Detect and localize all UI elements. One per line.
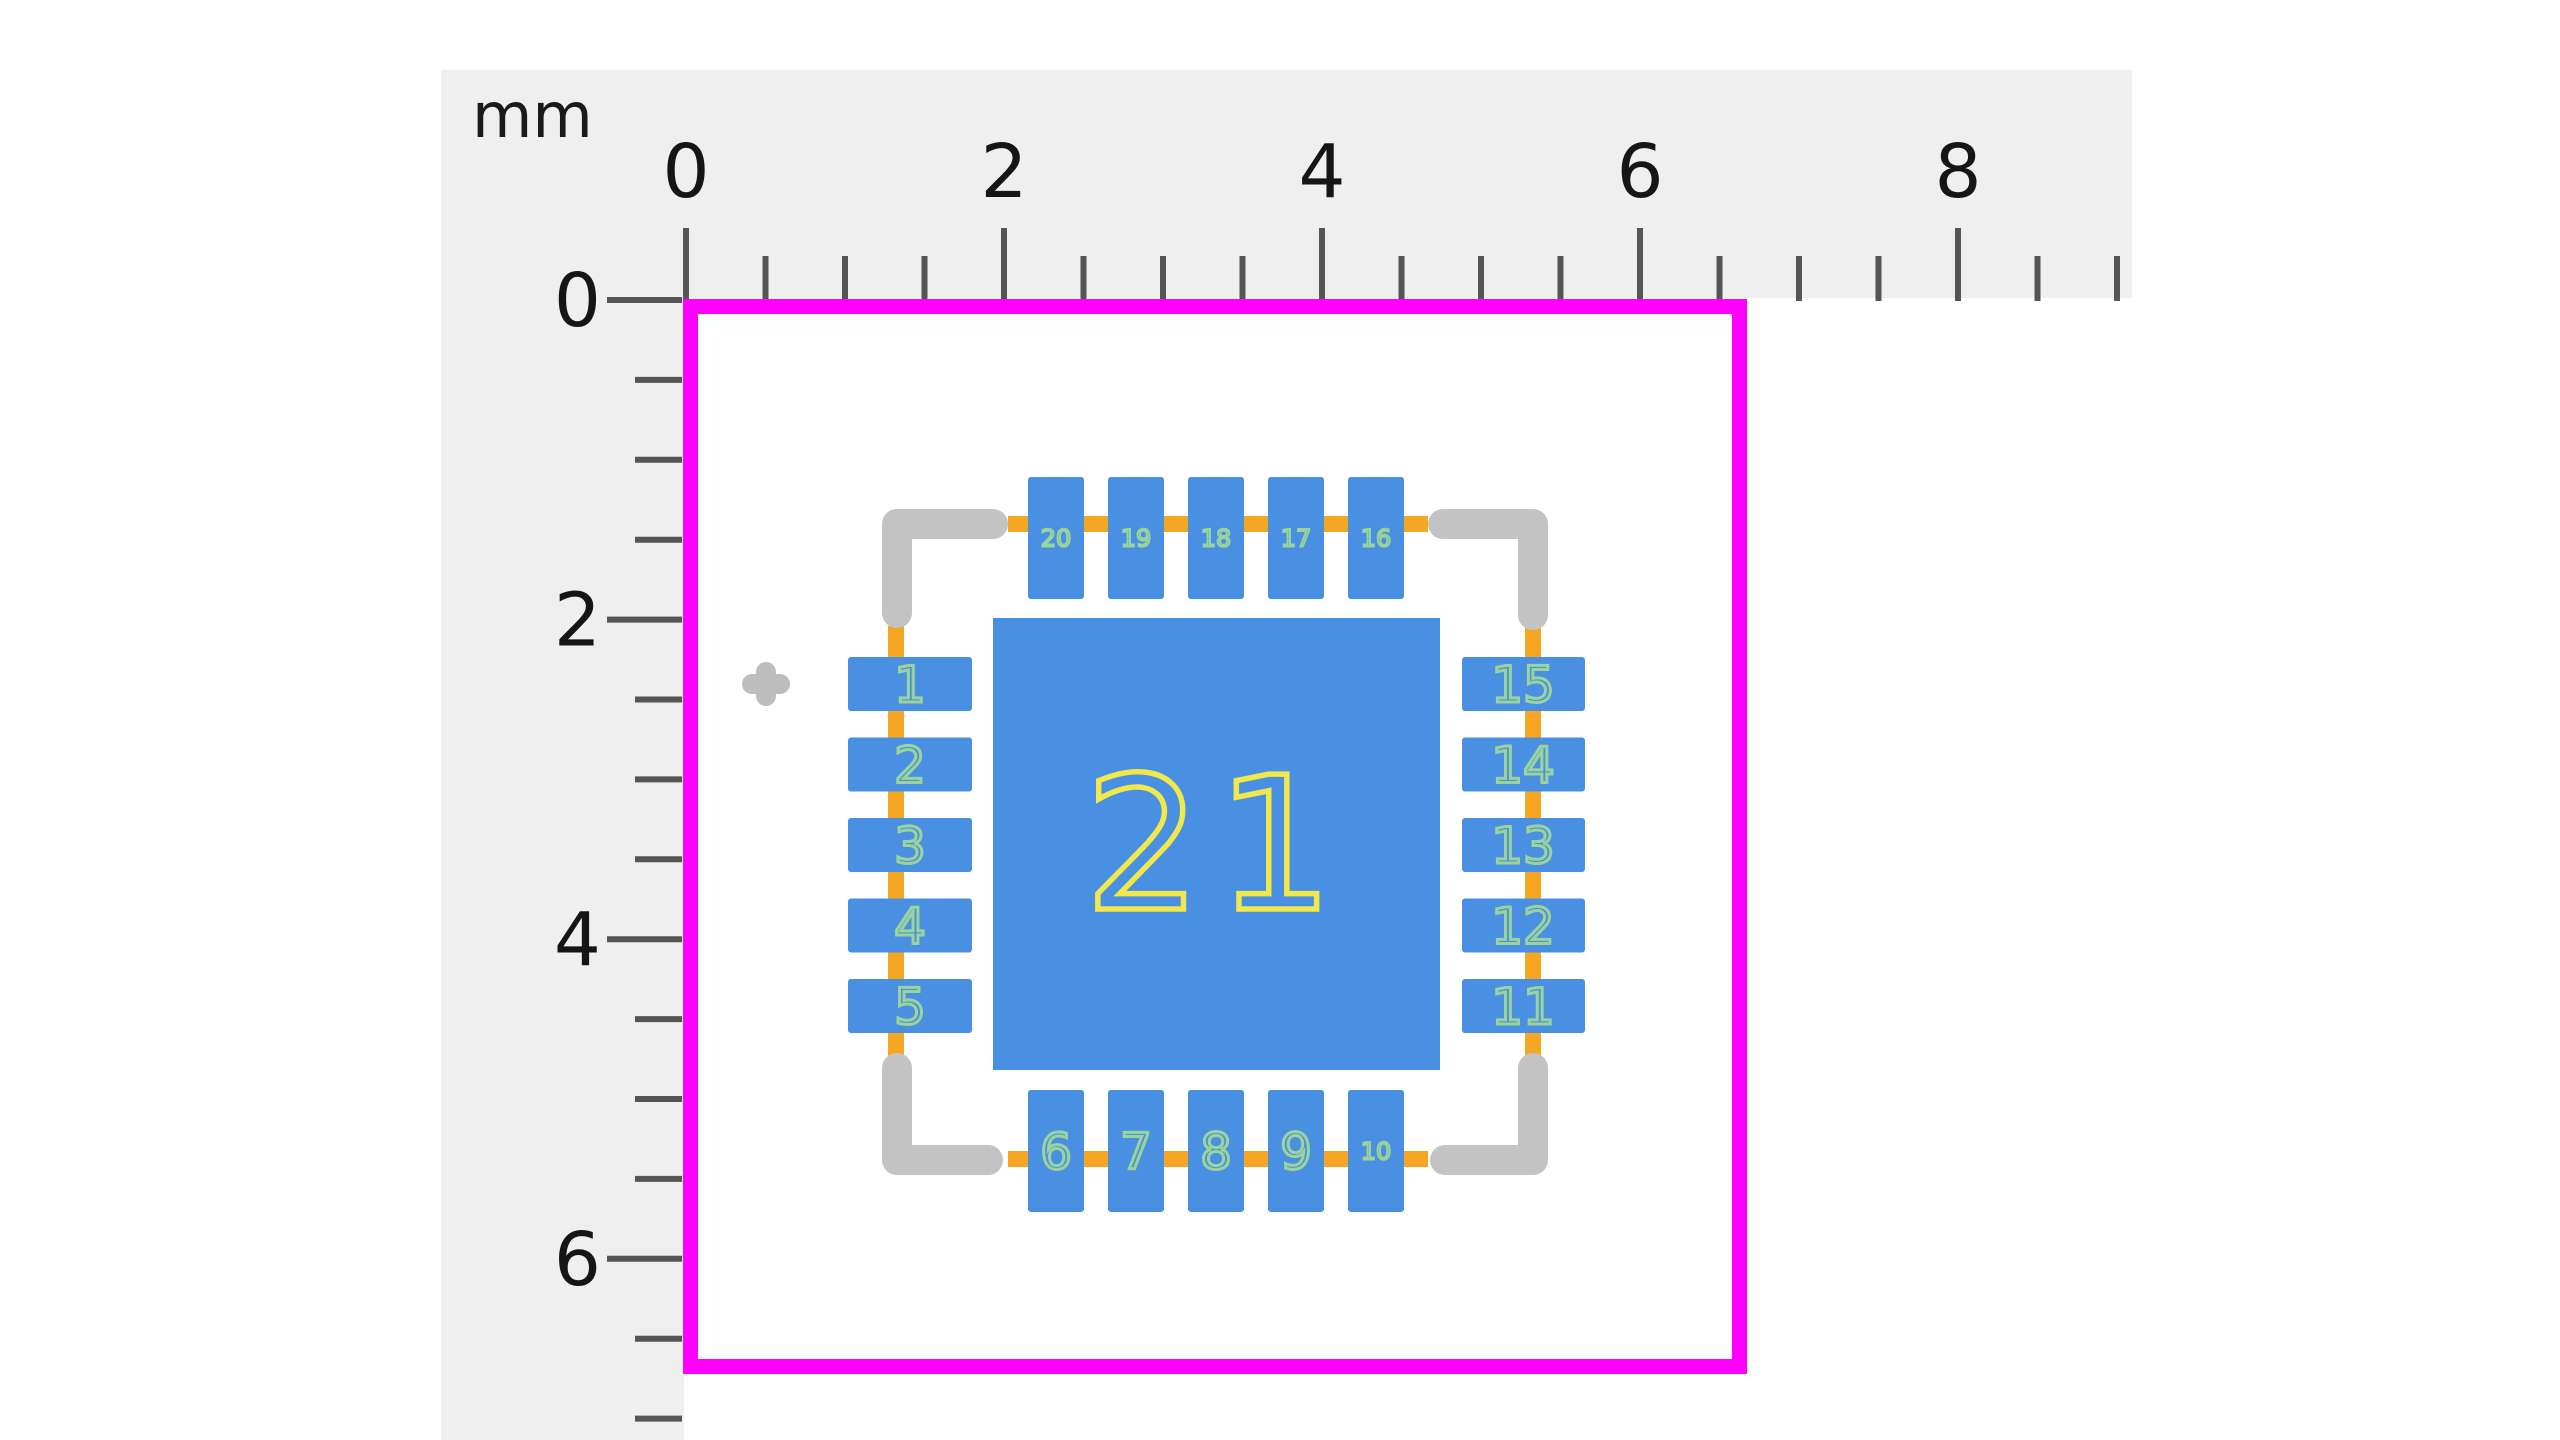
pad-number: 20 (1041, 525, 1072, 553)
pad-number: 14 (1491, 737, 1555, 795)
pad (1462, 818, 1585, 872)
pad (1348, 1090, 1404, 1212)
pad-number: 16 (1361, 525, 1392, 553)
pad-number: 4 (894, 898, 926, 956)
pad-number: 17 (1281, 525, 1312, 553)
pad-number: 13 (1491, 817, 1555, 875)
pad (1188, 477, 1244, 599)
pad-number: 19 (1121, 525, 1152, 553)
pad (848, 898, 972, 953)
ruler-top-label: 4 (1298, 129, 1345, 215)
ruler-top-label: 6 (1616, 129, 1663, 215)
pad (1462, 737, 1585, 792)
pad (848, 657, 972, 711)
pad-number: 5 (894, 978, 926, 1036)
ruler-unit-label: mm (472, 79, 593, 152)
pad (1108, 477, 1164, 599)
origin-marker (742, 662, 790, 706)
origin-marker-vertical (756, 662, 776, 706)
pad-number: 18 (1201, 525, 1232, 553)
pad (1462, 979, 1585, 1033)
pad (1348, 477, 1404, 599)
pad (1268, 1090, 1324, 1212)
silkscreen-corner-bottom-left (882, 1053, 1003, 1175)
pad-number: 11 (1491, 978, 1555, 1036)
ruler-labels: 0 2 4 6 8 0 2 4 6 (554, 129, 1982, 1303)
pad (1028, 477, 1084, 599)
pad (1462, 898, 1585, 953)
ruler-left-label: 2 (554, 578, 601, 664)
center-pad-number: 21 (1084, 737, 1347, 953)
ruler-top-label: 8 (1934, 129, 1981, 215)
pad (1028, 1090, 1084, 1212)
pad-number: 15 (1491, 656, 1555, 714)
silkscreen-corners (882, 509, 1548, 1175)
courtyard-outline (683, 299, 1747, 1374)
pad (848, 979, 972, 1033)
pad-number: 9 (1280, 1123, 1312, 1181)
pad (848, 818, 972, 872)
pad (1462, 657, 1585, 711)
pad-number: 12 (1491, 898, 1555, 956)
silkscreen-corner-bottom-right (1430, 1053, 1548, 1175)
pad-number: 8 (1200, 1123, 1232, 1181)
ruler-left-label: 4 (554, 897, 601, 983)
ruler-band-top (441, 70, 2132, 298)
pad (1268, 477, 1324, 599)
pad-number: 6 (1040, 1123, 1072, 1181)
pad-number: 2 (894, 737, 926, 795)
silkscreen-corner-top-right (1428, 509, 1548, 630)
ruler-top-label: 2 (980, 129, 1027, 215)
ruler-left-label: 6 (554, 1217, 601, 1303)
pad (1108, 1090, 1164, 1212)
pad-number: 1 (894, 656, 926, 714)
ruler-left-label: 0 (554, 258, 601, 344)
pads (848, 477, 1585, 1212)
pad-number: 3 (894, 817, 926, 875)
pad (848, 737, 972, 792)
pad-number: 10 (1361, 1138, 1392, 1166)
ruler-ticks (607, 228, 2120, 1422)
silkscreen-corner-top-left (882, 509, 1008, 628)
pad (1188, 1090, 1244, 1212)
center-pad (993, 618, 1440, 1070)
ruler-top-label: 0 (662, 129, 709, 215)
pad-number: 7 (1120, 1123, 1152, 1181)
